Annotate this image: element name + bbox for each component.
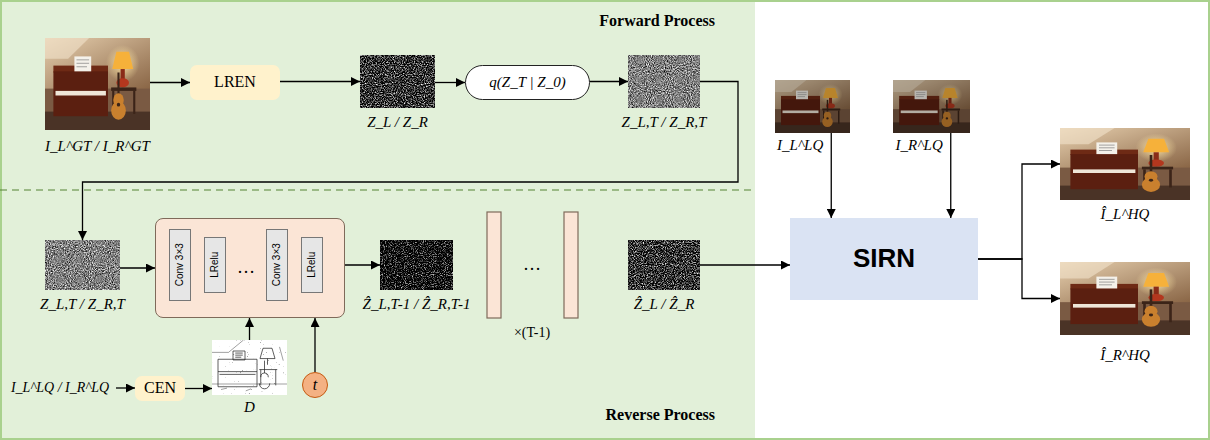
conv-layer: Conv 3×3 <box>169 229 191 301</box>
network-box: SIRN <box>790 218 978 300</box>
layer-label: LRelu <box>209 252 221 278</box>
latent-map: Ẑ_L,T-1 / Ẑ_R,T-1 <box>380 240 453 290</box>
image-caption: Ẑ_L,T-1 / Ẑ_R,T-1 <box>363 296 471 313</box>
flow-arrow <box>345 264 380 265</box>
divider-line <box>0 189 755 190</box>
process-panel <box>0 0 755 440</box>
latent-map: Ẑ_L / Ẑ_R <box>628 240 700 290</box>
flow-arrow <box>185 388 212 389</box>
room-photo <box>893 80 970 133</box>
activation-layer: LRelu <box>301 237 323 293</box>
process-band: Forward ProcessI_L^GT / I_R^GT LREN Z_L / … <box>0 0 755 189</box>
image-caption: I_R^LQ <box>896 137 943 154</box>
output-image: Î_R^HQ <box>1060 262 1190 335</box>
noise-map: Z_L,T / Z_R,T <box>45 240 120 290</box>
edge-map: D <box>212 340 287 395</box>
process-band: Reverse Process Z_L,T / Z_R,T … Conv 3×3 LRe… <box>0 191 755 440</box>
flow-arrow <box>700 264 790 265</box>
image-thumbnail: I_L^GT / I_R^GT <box>45 38 150 130</box>
denoise-step <box>564 212 578 318</box>
image-caption: I_L^LQ <box>777 137 823 154</box>
flow-arrow <box>83 82 739 241</box>
room-photo <box>45 38 150 130</box>
room-photo <box>775 80 850 133</box>
input-label: I_L^LQ / I_R^LQ <box>4 376 116 400</box>
edge-picture <box>212 340 287 395</box>
low-light-shade <box>775 80 850 133</box>
flow-arrow <box>950 133 951 218</box>
conv-layer: Conv 3×3 <box>266 229 288 301</box>
flow-arrow <box>280 81 360 82</box>
image-caption: Î_L^HQ <box>1101 206 1150 223</box>
box-label: q(Z_T | Z_0) <box>489 74 565 91</box>
latent-map: Z_L / Z_R <box>360 55 435 108</box>
latent-picture <box>380 240 453 290</box>
image-caption: Z_L,T / Z_R,T <box>40 296 125 313</box>
image-caption: Î_R^HQ <box>1100 347 1150 364</box>
box-label: t <box>313 376 317 394</box>
flow-arrow <box>978 259 1060 299</box>
layer-label: Conv 3×3 <box>174 243 186 286</box>
noise-picture <box>628 55 700 108</box>
image-caption: Z_L / Z_R <box>367 114 428 131</box>
image-caption: D <box>244 399 255 416</box>
repeat-count: ×(T-1) <box>514 325 550 340</box>
image-caption: I_L^GT / I_R^GT <box>45 138 150 155</box>
latent-picture <box>360 55 435 108</box>
room-photo <box>1060 262 1190 335</box>
activation-layer: LRelu <box>204 237 226 293</box>
flow-arrow <box>150 82 190 83</box>
output-image: Î_L^HQ <box>1060 128 1190 200</box>
low-light-shade <box>893 80 970 133</box>
layer-label: Conv 3×3 <box>271 243 283 286</box>
box-label: LREN <box>214 73 256 91</box>
denoise-block: … Conv 3×3 LRelu Conv 3×3 LRelu <box>155 218 345 318</box>
flow-arrow <box>116 387 135 388</box>
layer-label: LRelu <box>306 252 318 278</box>
noise-picture <box>45 240 120 290</box>
ellipsis-mark: … <box>523 255 541 275</box>
input-image: I_R^LQ <box>893 80 970 133</box>
network-box: CEN <box>135 376 185 401</box>
flow-arrow <box>314 318 315 372</box>
denoise-step <box>487 212 501 318</box>
image-caption: Z_L,T / Z_R,T <box>622 114 707 131</box>
network-box: LREN <box>190 65 280 100</box>
flow-arrow <box>435 82 465 83</box>
image-caption: Ẑ_L / Ẑ_R <box>634 296 695 313</box>
input-image: I_L^LQ <box>775 80 850 133</box>
flow-arrow <box>249 318 250 340</box>
section-heading: Forward Process <box>599 12 715 30</box>
flow-arrow <box>978 164 1060 259</box>
distribution-box: q(Z_T | Z_0) <box>465 65 590 100</box>
box-label: SIRN <box>853 244 915 274</box>
noise-map: Z_L,T / Z_R,T <box>628 55 700 108</box>
ellipsis-mark: … <box>237 257 255 278</box>
timestep-circle: t <box>302 372 328 398</box>
flow-arrow <box>590 81 628 82</box>
box-label: CEN <box>144 379 176 397</box>
input-label: I_L^LQ / I_R^LQ <box>11 380 109 396</box>
section-heading: Reverse Process <box>606 406 715 424</box>
flow-arrow <box>120 267 155 268</box>
latent-picture <box>628 240 700 290</box>
flow-arrow <box>831 133 832 218</box>
room-photo <box>1060 128 1190 200</box>
